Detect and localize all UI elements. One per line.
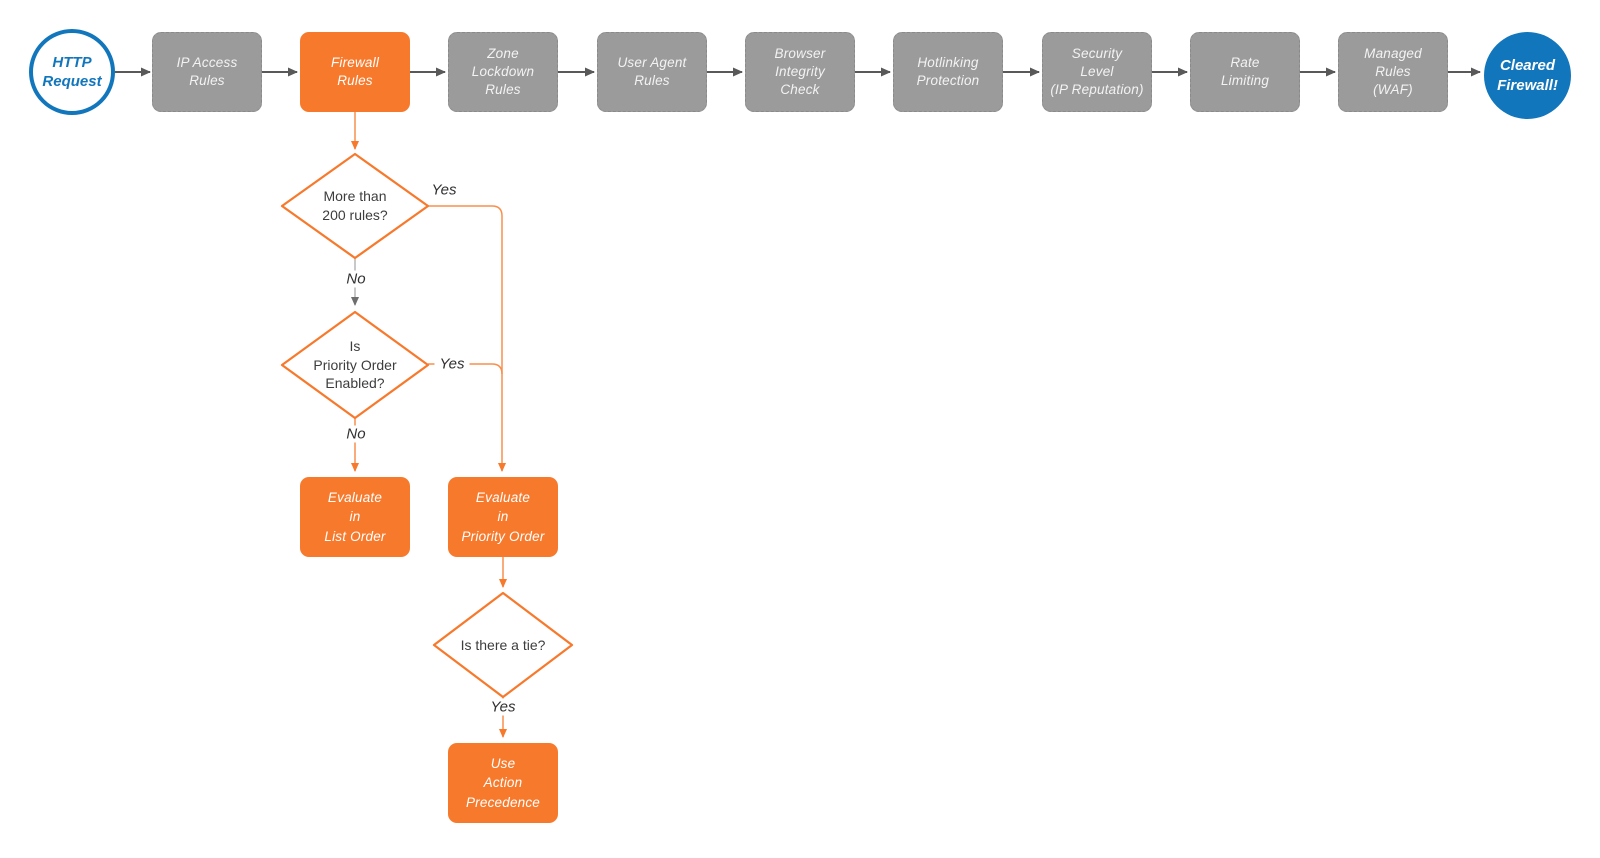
edge-label-decision1-yes: Yes (431, 181, 457, 199)
decision-more-than-200-rules-shape (280, 152, 430, 260)
node-cleared-firewall: Cleared Firewall! (1484, 32, 1571, 119)
edge-label-decision3-yes: Yes (485, 698, 521, 716)
node-hotlinking-protection: Hotlinking Protection (893, 32, 1003, 112)
node-security-level: Security Level (IP Reputation) (1042, 32, 1152, 112)
node-managed-rules-waf: Managed Rules (WAF) (1338, 32, 1448, 112)
node-use-action-precedence: Use Action Precedence (448, 743, 558, 823)
decision-priority-order-enabled-label: Is Priority Order Enabled? (313, 337, 397, 392)
decision-is-there-a-tie-label: Is there a tie? (460, 636, 546, 653)
connector-decision1-yes-to-priority-order (428, 205, 506, 472)
decision-more-than-200-rules-label: More than 200 rules? (322, 188, 388, 223)
connector-decision2-yes-join (428, 363, 503, 375)
node-firewall-rules: Firewall Rules (300, 32, 410, 112)
node-evaluate-in-priority-order: Evaluate in Priority Order (448, 477, 558, 557)
edge-label-decision2-no: No (341, 425, 371, 443)
edge-label-decision1-no: No (341, 270, 371, 288)
node-http-request: HTTP Request (29, 29, 115, 115)
node-user-agent-rules: User Agent Rules (597, 32, 707, 112)
node-ip-access-rules: IP Access Rules (152, 32, 262, 112)
edge-label-decision2-yes: Yes (434, 355, 470, 373)
node-zone-lockdown-rules: Zone Lockdown Rules (448, 32, 558, 112)
decision-is-there-a-tie-shape (432, 591, 574, 699)
decision-priority-order-enabled-shape (280, 310, 430, 420)
node-evaluate-in-list-order: Evaluate in List Order (300, 477, 410, 557)
node-rate-limiting: Rate Limiting (1190, 32, 1300, 112)
node-browser-integrity-check: Browser Integrity Check (745, 32, 855, 112)
